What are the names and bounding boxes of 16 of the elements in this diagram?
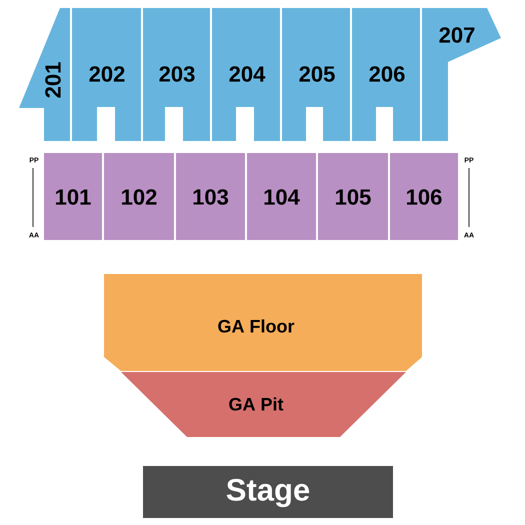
seating-section: GA Floor	[104, 274, 422, 371]
seating-section: 104	[247, 153, 316, 240]
seating-section: 202	[72, 8, 141, 141]
seating-section: 106	[390, 153, 458, 240]
seating-section: 205	[282, 8, 350, 141]
seating-section: 102	[104, 153, 174, 240]
seating-section: 201	[19, 8, 70, 141]
seating-section: 105	[318, 153, 388, 240]
seating-section: 204	[212, 8, 280, 141]
stage-block: Stage	[143, 466, 393, 518]
seating-section: GA Pit	[121, 372, 406, 437]
seating-section: 206	[352, 8, 420, 141]
seating-section: 103	[176, 153, 245, 240]
seating-section: 207	[422, 8, 501, 141]
seating-section: 203	[143, 8, 210, 141]
seating-section: 101	[44, 153, 102, 240]
